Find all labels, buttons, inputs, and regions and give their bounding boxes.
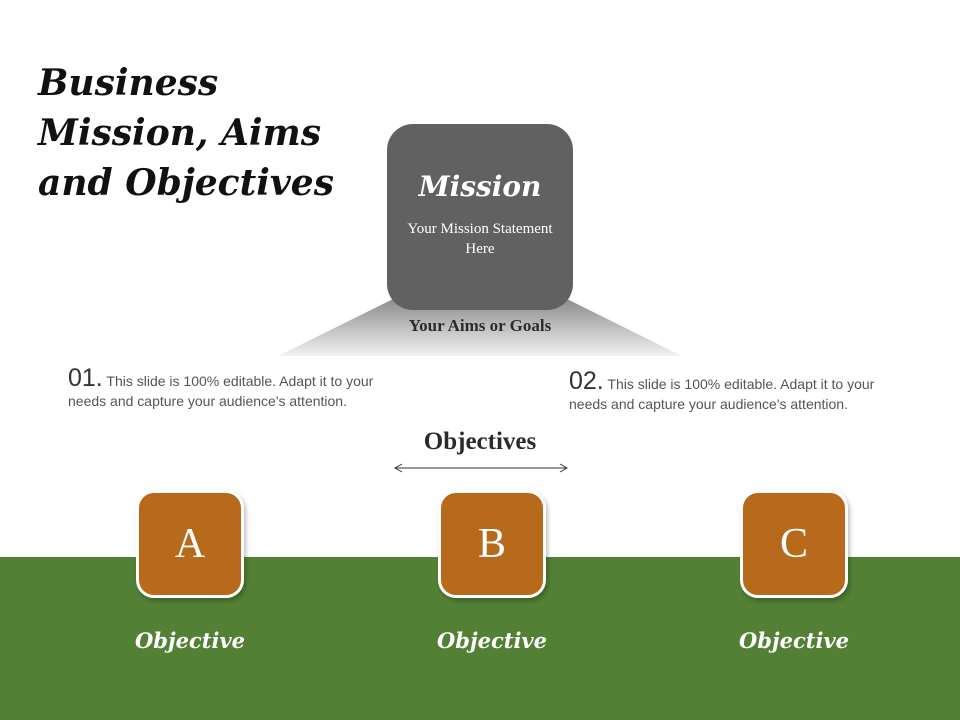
note-text: This slide is 100% editable. Adapt it to… xyxy=(569,376,875,412)
mission-statement: Your Mission Statement Here xyxy=(407,221,553,257)
mission-title: Mission xyxy=(418,170,542,203)
objective-label-b: Objective xyxy=(437,628,547,653)
objective-box-c: C xyxy=(740,490,848,598)
note-text: This slide is 100% editable. Adapt it to… xyxy=(68,373,374,409)
note-number: 01. xyxy=(68,364,103,392)
objective-label-a: Objective xyxy=(135,628,245,653)
double-arrow-icon xyxy=(393,463,569,473)
objective-box-a: A xyxy=(136,490,244,598)
note-01: 01. This slide is 100% editable. Adapt i… xyxy=(68,366,408,411)
aims-label: Your Aims or Goals xyxy=(408,316,552,335)
mission-box: Mission Your Mission Statement Here xyxy=(387,124,573,310)
note-02: 02. This slide is 100% editable. Adapt i… xyxy=(569,369,914,414)
objective-box-b: B xyxy=(438,490,546,598)
slide-title: Business Mission, Aims and Objectives xyxy=(38,62,334,204)
note-number: 02. xyxy=(569,367,604,395)
objectives-heading: Objectives xyxy=(423,428,537,455)
objective-label-c: Objective xyxy=(739,628,849,653)
